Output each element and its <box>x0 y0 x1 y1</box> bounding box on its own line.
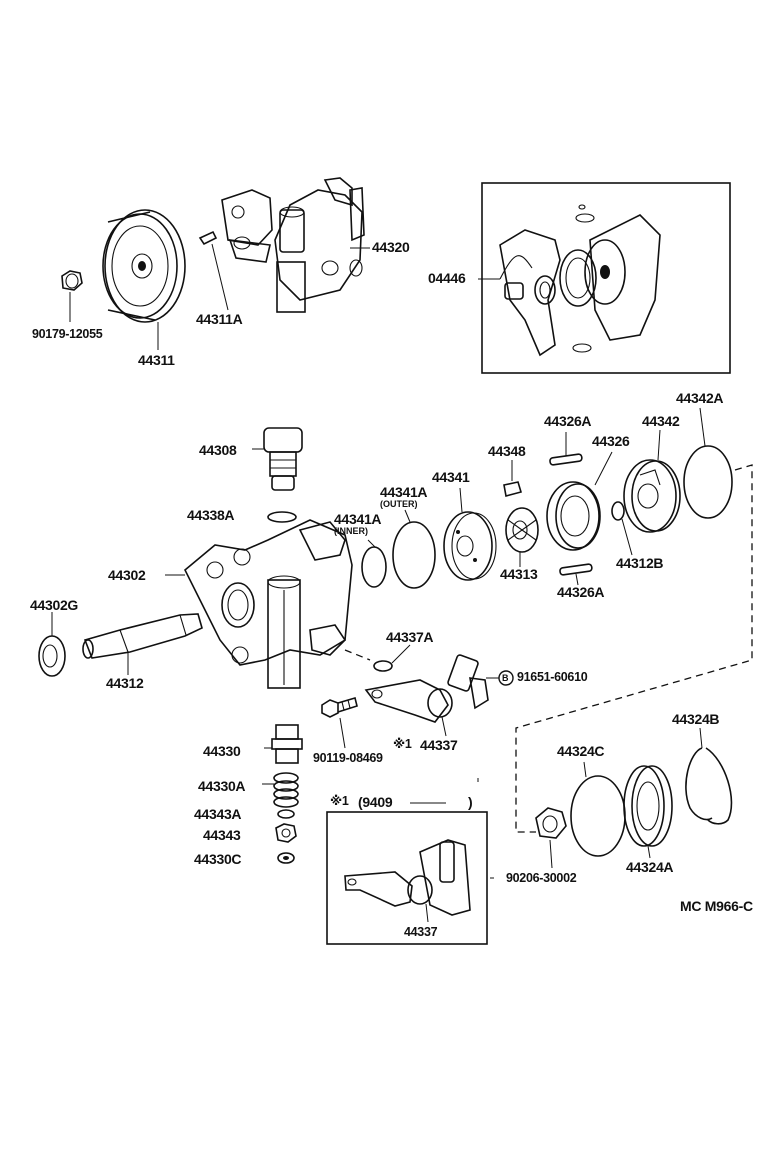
shaft-44312 <box>82 613 203 675</box>
label-date-close: ) <box>468 794 473 810</box>
bracket-44337-variant <box>344 839 471 923</box>
plug-44308 <box>252 427 303 491</box>
plug-44343 <box>275 823 297 843</box>
dashed-connector <box>515 464 753 833</box>
vane-44348 <box>503 481 523 497</box>
leader-44324C <box>583 761 587 778</box>
label-44337: 44337 <box>420 737 458 753</box>
label-44348: 44348 <box>488 443 526 459</box>
pin-44312B <box>611 501 625 521</box>
pump-assembly-44320 <box>221 177 370 313</box>
label-44343: 44343 <box>203 827 241 843</box>
label-44324B: 44324B <box>672 711 720 727</box>
label-44326A-bottom: 44326A <box>557 584 605 600</box>
leader-44337A <box>391 644 411 664</box>
label-44302G: 44302G <box>30 597 79 613</box>
o-ring-44341A-outer <box>392 521 436 589</box>
label-44342A: 44342A <box>676 390 724 406</box>
variant-box <box>326 811 488 945</box>
cam-ring-44326 <box>546 451 613 551</box>
label-date-range: (9409 <box>358 794 393 810</box>
key-44311A <box>198 230 229 311</box>
label-44337A: 44337A <box>386 629 434 645</box>
side-plate-44341 <box>443 487 497 581</box>
label-44341: 44341 <box>432 469 470 485</box>
label-90179-12055: 90179-12055 <box>32 327 103 341</box>
label-44343A: 44343A <box>194 806 242 822</box>
label-44311: 44311 <box>138 352 175 368</box>
pulley-44311 <box>102 209 186 350</box>
label-44324A: 44324A <box>626 859 674 875</box>
label-44320: 44320 <box>372 239 410 255</box>
plate-44342 <box>623 429 681 533</box>
label-44312B: 44312B <box>616 555 664 571</box>
label-44312: 44312 <box>106 675 144 691</box>
rotor-44313 <box>505 507 539 567</box>
label-star1-a: ※1 <box>393 737 412 751</box>
o-ring-44341A-inner <box>361 546 387 588</box>
bracket-44337 <box>364 654 489 737</box>
bolt-90119 <box>321 696 358 749</box>
label-90206-30002: 90206-30002 <box>506 871 577 885</box>
leader-outer <box>404 509 411 523</box>
label-44338A: 44338A <box>187 507 235 523</box>
label-44330: 44330 <box>203 743 241 759</box>
label-44313: 44313 <box>500 566 538 582</box>
label-44326A-top: 44326A <box>544 413 592 429</box>
seal-44302G <box>38 612 66 677</box>
leader-44326A-bottom <box>575 573 579 586</box>
housing-44302 <box>165 519 353 689</box>
leader-44337A-dashed <box>344 649 371 661</box>
spring-44330A <box>262 772 299 808</box>
nut-90179 <box>61 270 83 322</box>
label-diagram-code: MC M966-C <box>680 898 753 914</box>
kit-box-04446 <box>481 182 731 374</box>
leader-44312B <box>621 518 633 556</box>
o-ring-44337A <box>373 660 393 672</box>
label-44324C: 44324C <box>557 743 605 759</box>
o-ring-44342A <box>683 445 733 519</box>
label-44308: 44308 <box>199 442 237 458</box>
leader-44342A <box>699 407 706 447</box>
pin-44326A-bottom <box>559 563 593 576</box>
label-44337-variant: 44337 <box>404 925 438 939</box>
label-outer: (OUTER) <box>380 499 418 509</box>
o-ring-44324C <box>570 775 626 857</box>
label-91651-60610: 91651-60610 <box>517 670 588 684</box>
nut-90206 <box>535 807 567 869</box>
label-44311A: 44311A <box>196 311 243 327</box>
label-90119-08469: 90119-08469 <box>313 751 383 765</box>
valve-44330 <box>264 724 303 764</box>
gasket-kit-04446 <box>478 204 661 357</box>
seal-44324A <box>623 765 673 859</box>
pin-44326A-top <box>549 453 583 466</box>
seat-44330C <box>277 852 295 864</box>
o-ring-44343A <box>277 809 295 819</box>
o-ring-44338A <box>267 511 297 523</box>
label-inner: (INNER) <box>334 526 368 536</box>
label-circle-b: B <box>502 673 509 683</box>
label-44326: 44326 <box>592 433 630 449</box>
snap-ring-44324B <box>685 747 733 825</box>
label-44341A-outer: 44341A <box>380 484 428 500</box>
label-44330A: 44330A <box>198 778 246 794</box>
label-04446: 04446 <box>428 270 466 286</box>
label-star1-b: ※1 <box>330 794 349 808</box>
leader-44324B <box>699 727 703 749</box>
circled-b-marker <box>486 670 514 686</box>
label-44330C: 44330C <box>194 851 242 867</box>
leader-inner <box>367 539 376 548</box>
label-44342: 44342 <box>642 413 680 429</box>
label-44302: 44302 <box>108 567 146 583</box>
label-44341A-inner: 44341A <box>334 511 382 527</box>
